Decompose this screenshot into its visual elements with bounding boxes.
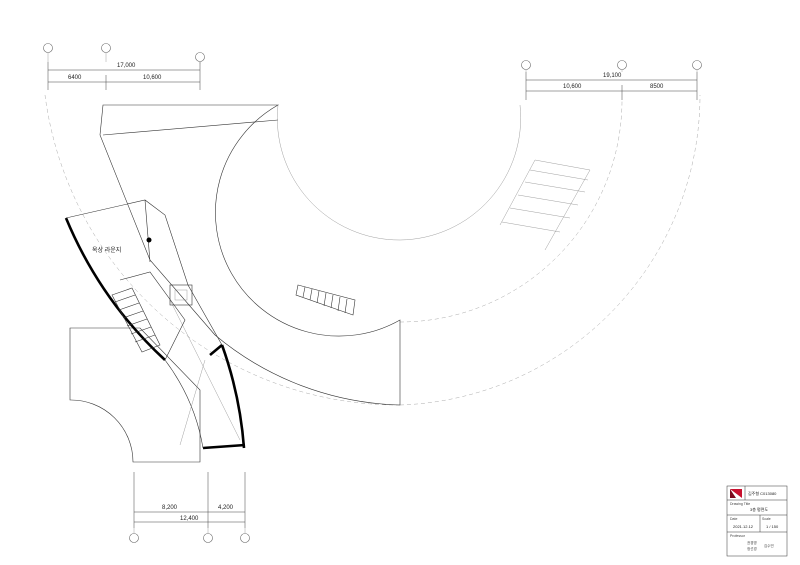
dim-top-right-b: 8500 bbox=[650, 84, 664, 90]
tb-drawing-title-label: Drawing Title bbox=[730, 502, 750, 506]
dim-top-left: 17,000 6400 10,600 bbox=[47, 62, 201, 90]
dim-top-left-total: 17,000 bbox=[117, 63, 136, 69]
room-label: 옥상 라운지 bbox=[92, 246, 121, 254]
corridor-end bbox=[202, 443, 246, 450]
lounge-room-outline bbox=[65, 199, 223, 346]
tb-date: 2021.12.12 bbox=[733, 524, 754, 529]
corridor-outline bbox=[119, 271, 204, 449]
tb-student: 김주형 C013080 bbox=[748, 490, 777, 496]
grid-bubbles bbox=[43, 43, 702, 543]
dim-bottom: 8,200 4,200 12,400 bbox=[133, 472, 246, 528]
tb-scale: 1 / 150 bbox=[766, 524, 779, 529]
dim-top-right-a: 10,600 bbox=[563, 84, 582, 90]
lounge-marker-dot bbox=[146, 237, 152, 243]
mid-stair bbox=[295, 284, 356, 316]
dim-top-left-b: 10,600 bbox=[143, 75, 162, 81]
main-curved-slab bbox=[99, 104, 401, 406]
courtyard-arc bbox=[277, 104, 521, 241]
slab-inner-edge bbox=[102, 119, 279, 136]
dim-top-right-total: 19,100 bbox=[603, 73, 622, 79]
tb-scale-label: Scale bbox=[762, 517, 771, 521]
lower-left-wing bbox=[69, 327, 201, 463]
dim-bottom-a: 8,200 bbox=[162, 505, 178, 511]
lounge-thick-wall bbox=[64, 217, 166, 361]
right-stair bbox=[499, 159, 591, 251]
elevator-inner bbox=[174, 289, 188, 301]
dim-top-right: 19,100 10,600 8500 bbox=[525, 72, 698, 100]
elevator-box bbox=[169, 284, 193, 306]
dim-bottom-b: 4,200 bbox=[218, 505, 234, 511]
dim-top-left-a: 6400 bbox=[68, 75, 82, 81]
corridor-diagonal bbox=[169, 299, 241, 441]
tb-drawing-title: 3층 평면도 bbox=[750, 506, 768, 512]
corridor-thick-wall-2 bbox=[209, 344, 223, 356]
title-block: 김주형 C013080 Drawing Title 3층 평면도 Date 20… bbox=[726, 485, 788, 557]
tb-professor-2: 정선경 bbox=[747, 546, 757, 551]
tb-date-label: Date bbox=[730, 517, 737, 521]
logo-icon bbox=[730, 489, 742, 498]
dim-bottom-total: 12,400 bbox=[180, 516, 199, 522]
tb-professor-label: Professor bbox=[730, 534, 746, 538]
outer-dashed-ring-right bbox=[399, 94, 701, 406]
lounge-stair bbox=[111, 287, 161, 353]
corridor-diagonal-2 bbox=[179, 359, 206, 446]
tb-professor-3: 김수빈 bbox=[764, 543, 774, 548]
corridor-thick-wall bbox=[220, 344, 246, 449]
tb-professor-1: 권경명 bbox=[747, 540, 757, 545]
inner-dashed-ring-right bbox=[399, 99, 623, 323]
